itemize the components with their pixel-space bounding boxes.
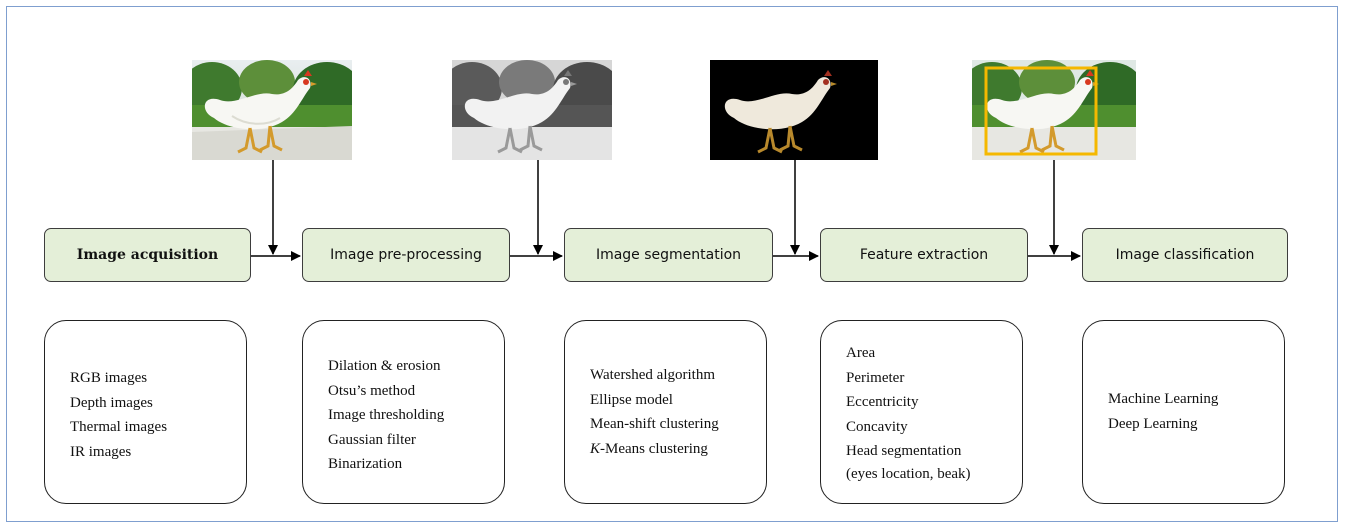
detail-box-acquisition: RGB images Depth images Thermal images I… [44,320,247,504]
detail-list-classification: Machine Learning Deep Learning [1108,387,1218,436]
list-item: Thermal images [70,419,168,435]
list-item: K-Means clustering [590,440,708,457]
list-item: Eccentricity [846,394,919,410]
stage-image-classification: Image classification [1082,228,1288,282]
list-item: IR images [70,443,132,460]
list-item: Perimeter [846,369,905,386]
detail-box-preprocessing: Dilation & erosion Otsu’s method Image t… [302,320,505,504]
list-item: Ellipse model [590,391,673,408]
list-item: Gaussian filter [328,431,416,448]
list-item: Otsu’s method [328,382,416,399]
detail-list-preprocessing: Dilation & erosion Otsu’s method Image t… [328,354,444,477]
detail-list-segmentation: Watershed algorithm Ellipse model Mean-s… [590,363,719,461]
list-item: Depth images [70,394,153,411]
list-item: Mean-shift clustering [590,416,719,432]
list-item: (eyes location, beak) [846,465,971,482]
chicken-segmented-photo [710,60,878,160]
list-item: Image thresholding [328,407,445,423]
bounding-box [984,66,1098,156]
detail-box-classification: Machine Learning Deep Learning [1082,320,1285,504]
stage-image-segmentation: Image segmentation [564,228,773,282]
list-item: Machine Learning [1108,391,1219,407]
figure-frame [6,6,1338,522]
chicken-color-photo [192,60,352,160]
stage-image-acquisition: Image acquisition [44,228,251,282]
list-item: Watershed algorithm [590,367,716,383]
list-item: Deep Learning [1108,415,1198,432]
detail-list-acquisition: RGB images Depth images Thermal images I… [70,366,167,464]
list-item: Area [846,345,876,361]
detail-box-segmentation: Watershed algorithm Ellipse model Mean-s… [564,320,767,504]
list-item: Head segmentation [846,443,962,459]
chicken-grayscale-photo [452,60,612,160]
chicken-bounding-box-photo [972,60,1136,160]
list-item: Binarization [328,456,403,472]
detail-list-feature-extraction: Area Perimeter Eccentricity Concavity He… [846,341,971,484]
list-item: Concavity [846,418,908,435]
list-item: RGB images [70,370,148,386]
detail-box-feature-extraction: Area Perimeter Eccentricity Concavity He… [820,320,1023,504]
stage-feature-extraction: Feature extraction [820,228,1028,282]
stage-image-preprocessing: Image pre-processing [302,228,510,282]
list-item: Dilation & erosion [328,358,441,374]
